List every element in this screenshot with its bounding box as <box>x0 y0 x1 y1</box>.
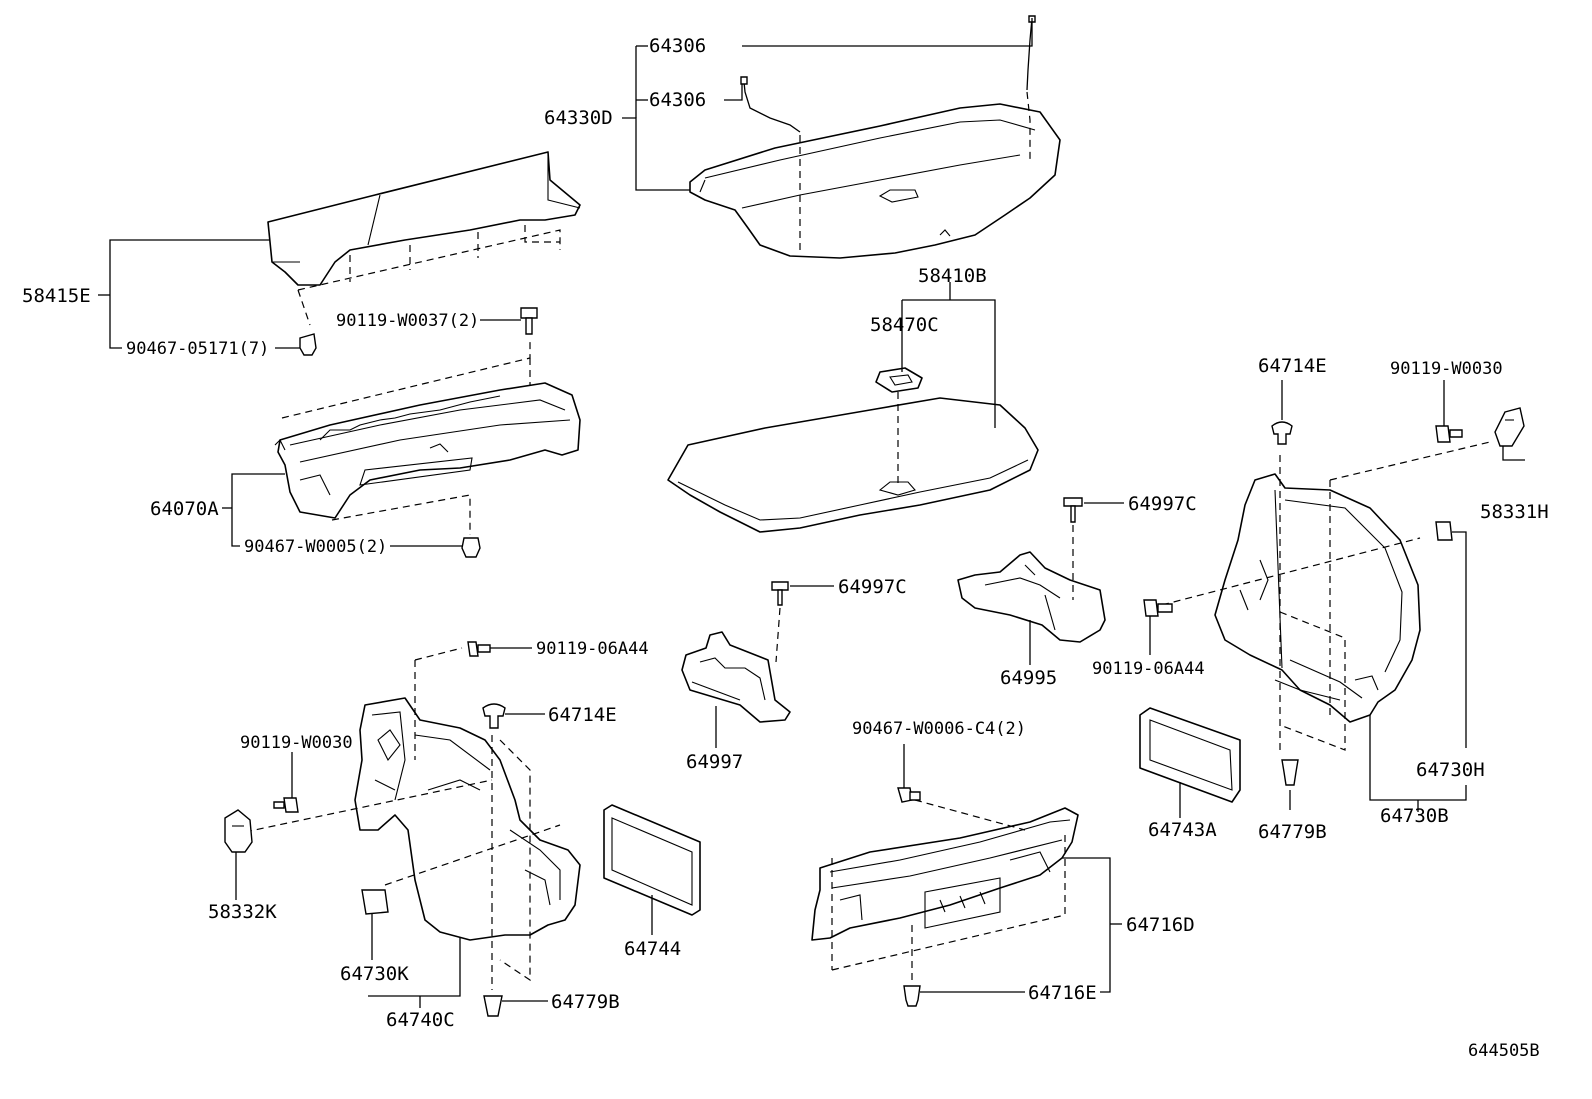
label-64743A: 64743A <box>1148 819 1217 841</box>
label-90119-06A44-right: 90119-06A44 <box>1092 659 1205 679</box>
label-90119-W0037: 90119-W0037(2) <box>336 311 479 331</box>
label-64779B-left: 64779B <box>551 991 620 1013</box>
label-90467-W0006-C4: 90467-W0006-C4(2) <box>852 719 1026 739</box>
label-64995: 64995 <box>1000 667 1057 689</box>
clip-64714E-right <box>1271 421 1293 445</box>
label-64997C-lower: 64997C <box>838 576 907 598</box>
label-64744: 64744 <box>624 938 681 960</box>
label-64070A: 64070A <box>150 498 219 520</box>
label-90119-W0030-right: 90119-W0030 <box>1390 359 1503 379</box>
label-64306-lower: 64306 <box>649 89 706 111</box>
mat-64744 <box>603 804 701 916</box>
clip-64730K <box>361 889 389 915</box>
rear-sill-plate-part <box>811 807 1079 941</box>
bolt-90119-W0030-right <box>1435 425 1463 443</box>
label-64716E: 64716E <box>1028 982 1097 1004</box>
screw-64997C-upper <box>1063 497 1083 523</box>
reference-code: 644505B <box>1468 1041 1540 1061</box>
clip-64779B-right <box>1281 759 1299 786</box>
label-64740C: 64740C <box>386 1009 455 1031</box>
label-64330D: 64330D <box>544 107 613 129</box>
label-58410B: 58410B <box>918 265 987 287</box>
floor-mat-part <box>667 397 1039 533</box>
left-side-trim-part <box>354 697 581 941</box>
label-64714E-left: 64714E <box>548 704 617 726</box>
bolt-90119-06A44-left <box>467 641 491 657</box>
label-64779B-right: 64779B <box>1258 821 1327 843</box>
label-64714E-right: 64714E <box>1258 355 1327 377</box>
label-58331H: 58331H <box>1480 501 1549 523</box>
label-58415E: 58415E <box>22 285 91 307</box>
label-90467-05171: 90467-05171(7) <box>126 339 269 359</box>
label-64716D: 64716D <box>1126 914 1195 936</box>
screw-64997C-lower <box>771 581 789 606</box>
mat-64743A <box>1139 707 1241 803</box>
tonneau-cover-part <box>689 103 1061 259</box>
bracket-64995 <box>957 551 1106 643</box>
clip-90467-W0005 <box>461 537 481 558</box>
label-58470C: 58470C <box>870 314 939 336</box>
label-90467-W0005: 90467-W0005(2) <box>244 537 387 557</box>
rear-trim-panel-part <box>274 382 581 519</box>
bracket-58332K <box>224 809 253 853</box>
bolt-90119-06A44-right <box>1143 599 1173 617</box>
label-90119-06A44-left: 90119-06A44 <box>536 639 649 659</box>
label-64730K: 64730K <box>340 963 409 985</box>
clip-90467-W0006-C4 <box>897 787 921 803</box>
label-90119-W0030-left: 90119-W0030 <box>240 733 353 753</box>
label-64730H: 64730H <box>1416 759 1485 781</box>
clip-64730H <box>1435 521 1453 541</box>
cord-lower <box>743 81 801 133</box>
label-64306-upper: 64306 <box>649 35 706 57</box>
label-58332K: 58332K <box>208 901 277 923</box>
clip-64779B-left <box>483 995 503 1017</box>
bolt-90119-W0037 <box>520 307 538 335</box>
deck-board-panel-part <box>267 151 581 286</box>
bolt-90119-W0030-left <box>273 797 299 813</box>
clip-90467-05171 <box>299 333 317 356</box>
clip-64716E <box>903 985 921 1007</box>
cover-plate-58470C <box>875 367 923 393</box>
clip-64714E-left <box>482 703 506 729</box>
bracket-58331H <box>1494 407 1525 447</box>
right-side-trim-part <box>1214 473 1421 723</box>
label-64997: 64997 <box>686 751 743 773</box>
label-64730B: 64730B <box>1380 805 1449 827</box>
tray-bracket-64997 <box>681 631 791 723</box>
label-64997C-upper: 64997C <box>1128 493 1197 515</box>
cord-upper <box>1026 17 1033 91</box>
